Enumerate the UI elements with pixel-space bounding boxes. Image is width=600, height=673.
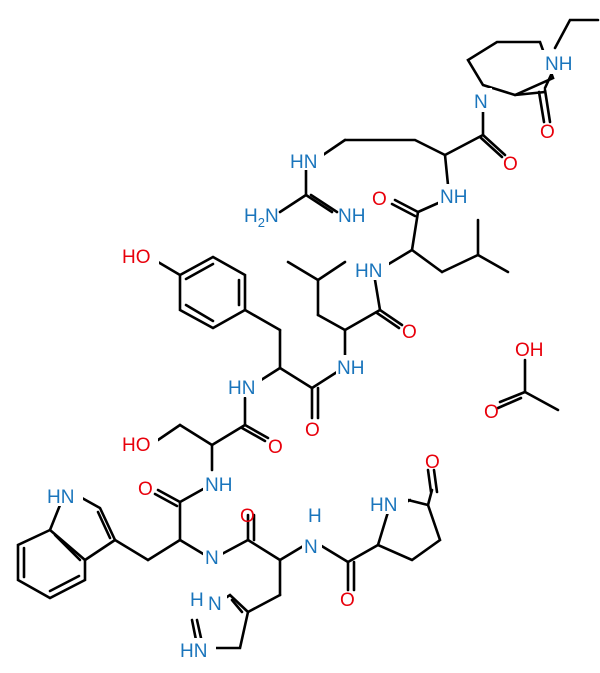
his-imidazole-n-label: N — [208, 594, 222, 615]
his-imidazole-h-label: H — [190, 590, 204, 611]
amide-n-ethyl-label: NH — [545, 54, 572, 75]
pro-n-label: N — [474, 92, 488, 113]
dleu-nh-label: NH — [337, 358, 364, 379]
acetic-o-label: O — [484, 402, 499, 423]
trp-indole-nh-label: HN — [47, 487, 74, 508]
pro-co-o-label: O — [503, 154, 518, 175]
tyr-nh-label: HN — [228, 378, 255, 399]
pyro-o-label: O — [425, 452, 440, 473]
arg-nh2-label: H2N — [244, 206, 279, 230]
dleu-co-o-label: O — [402, 322, 417, 343]
leu2-nh-label: HN — [355, 261, 382, 282]
ser-oh-label: HO — [122, 435, 151, 456]
atom-labels: NH N O O HN H2N NH NH O HN O NH O HN HO … — [45, 50, 580, 662]
tyr-oh-label: HO — [122, 247, 151, 268]
arg-alpha-nh-label: NH — [440, 187, 467, 208]
pyro-amide-o-label: O — [340, 590, 355, 611]
his-co-o-label: O — [240, 506, 255, 527]
pyro-nh-label: HN — [370, 495, 397, 516]
trp-amide-n-label: N — [205, 548, 219, 569]
ser-nh-label: NH — [205, 475, 232, 496]
his-amide-n-label: N — [304, 537, 318, 558]
trp-co-o-label: O — [138, 479, 153, 500]
his-imidazole-hn-label: HN — [180, 641, 207, 662]
tyr-co-o-label: O — [305, 420, 320, 441]
pro-amide-o-label: O — [540, 122, 555, 143]
arg-nh-imine-label: NH — [338, 206, 365, 227]
his-nh-h-label: H — [308, 506, 322, 527]
bonds — [16, 18, 600, 650]
acetic-oh-label: OH — [515, 340, 544, 361]
leu2-co-o-label: O — [372, 189, 387, 210]
ser-co-o-label: O — [268, 437, 283, 458]
arg-guan-nh-label: HN — [290, 152, 317, 173]
